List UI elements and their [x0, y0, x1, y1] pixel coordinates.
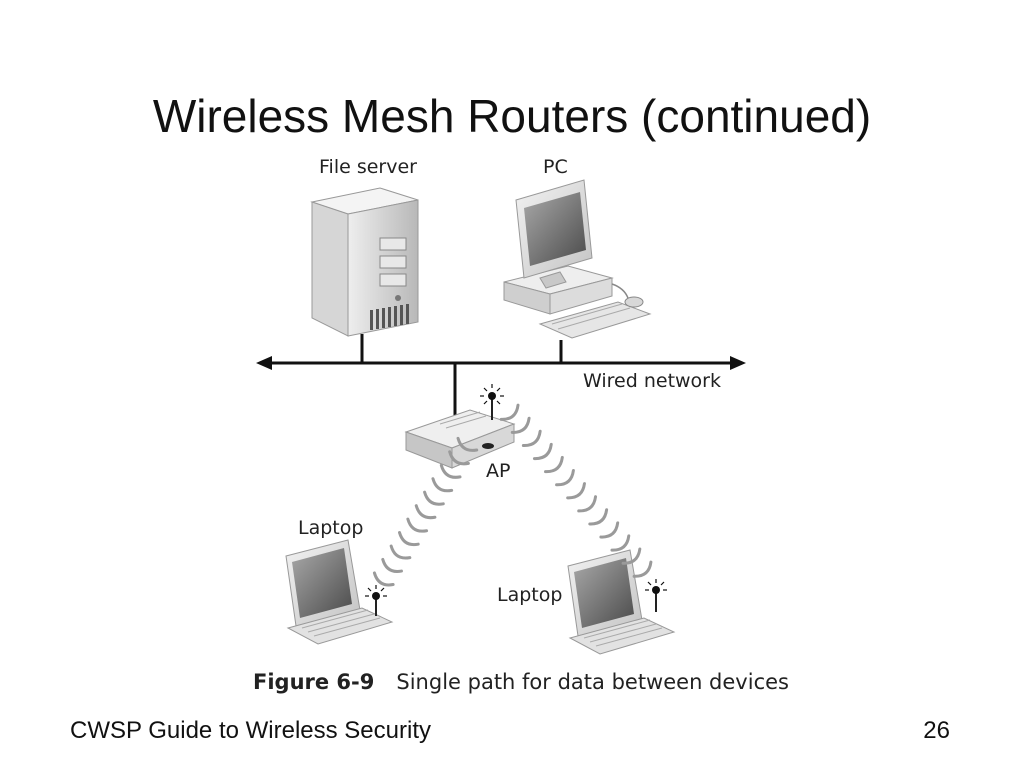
radio-wave-arc: [632, 560, 653, 578]
file-server-icon: [310, 187, 419, 337]
figure-caption: Figure 6-9 Single path for data between d…: [253, 670, 789, 694]
laptop-right-label: Laptop: [497, 584, 563, 606]
radio-wave-arc: [621, 547, 642, 565]
radio-wave-arc: [588, 508, 609, 526]
radio-waves-ap-to-left-laptop: [372, 436, 479, 587]
pc-label: PC: [543, 156, 568, 178]
access-point-icon: [404, 384, 516, 469]
radio-wave-arc: [510, 416, 531, 434]
figure-caption-text: Single path for data between devices: [396, 670, 789, 694]
wired-network-label: Wired network: [583, 370, 721, 392]
wired-network-line: [256, 334, 746, 420]
page-number: 26: [923, 717, 950, 744]
radio-wave-arc: [406, 517, 429, 533]
radio-wave-arc: [456, 436, 479, 452]
radio-wave-arc: [610, 534, 631, 552]
radio-wave-arc: [499, 403, 520, 421]
figure-number: Figure 6-9: [253, 670, 375, 694]
laptop-left-label: Laptop: [298, 517, 364, 539]
radio-wave-arc: [555, 469, 575, 487]
laptop-left-icon: [285, 539, 394, 645]
radio-waves-ap-to-right-laptop: [499, 403, 653, 578]
pc-icon: [503, 179, 652, 339]
radio-wave-arc: [448, 450, 470, 466]
radio-wave-arc: [389, 544, 412, 560]
footer-course-title: CWSP Guide to Wireless Security: [70, 717, 431, 744]
radio-wave-arc: [577, 495, 598, 513]
radio-wave-arc: [372, 571, 395, 587]
radio-wave-arc: [431, 477, 454, 493]
radio-wave-arc: [398, 531, 420, 547]
radio-wave-arc: [381, 557, 403, 573]
laptop-right-icon: [567, 549, 676, 655]
radio-wave-arc: [532, 442, 553, 461]
radio-wave-arc: [423, 490, 445, 506]
radio-wave-arc: [439, 463, 462, 479]
ap-label: AP: [486, 460, 511, 482]
radio-wave-arc: [599, 521, 620, 539]
radio-wave-arc: [414, 504, 437, 520]
radio-wave-arc: [544, 455, 564, 474]
radio-wave-arc: [521, 429, 542, 448]
file-server-label: File server: [319, 156, 417, 178]
slide-title: Wireless Mesh Routers (continued): [152, 90, 872, 142]
radio-wave-arc: [566, 482, 586, 500]
